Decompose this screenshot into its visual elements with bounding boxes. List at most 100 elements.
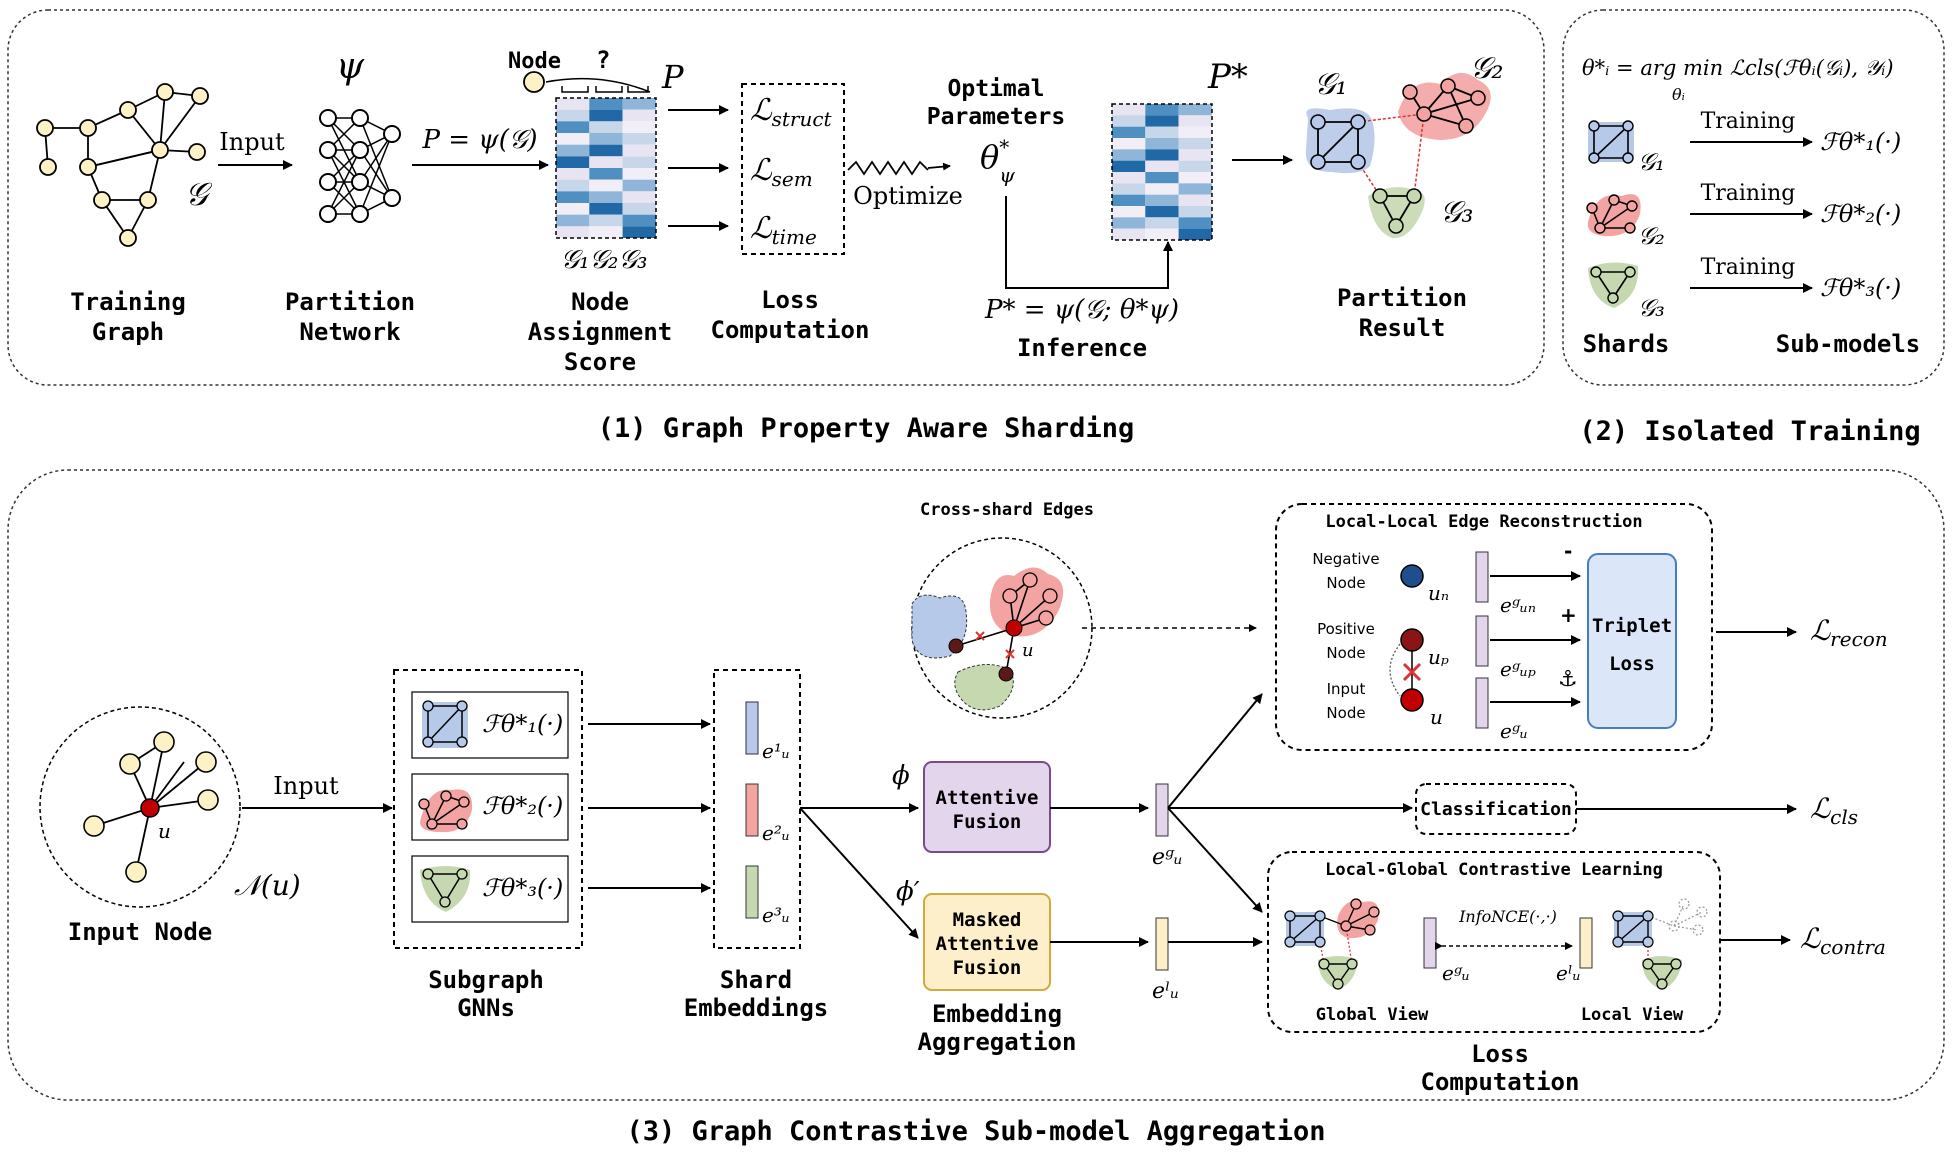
- panel2-frame: [1562, 9, 1945, 386]
- triplet-loss-box: [1587, 553, 1677, 729]
- contrast-eg-label: eᵍᵤ: [1442, 961, 1470, 985]
- matrix-cell: [1145, 160, 1179, 172]
- matrix-cell: [1178, 115, 1212, 127]
- loss-cls: ℒcls: [1810, 792, 1858, 829]
- matrix-cell: [1145, 183, 1179, 195]
- panel3-input-label: Input: [273, 772, 339, 800]
- loss-recon: ℒrecon: [1810, 614, 1888, 651]
- matrix-cell: [622, 121, 656, 133]
- local-view-label: Local View: [1581, 1005, 1684, 1025]
- optimize-arrow-tip: [927, 162, 951, 171]
- u-n-label: uₙ: [1428, 581, 1449, 605]
- node-assignment-label-1: Node: [571, 288, 629, 316]
- optimal-label-2: Parameters: [927, 104, 1065, 130]
- p-symbol: P: [661, 58, 684, 96]
- matrix-cell: [1178, 149, 1212, 161]
- input-node-label: Input Node: [68, 918, 213, 946]
- input-node-small-label-1: Input: [1327, 680, 1366, 698]
- panel1-caption: (1) Graph Property Aware Sharding: [598, 413, 1134, 444]
- shard-emb-label-3: e³ᵤ: [762, 903, 790, 927]
- matrix-cell: [1178, 194, 1212, 206]
- matrix-cell: [622, 179, 656, 192]
- submodels-label: Sub-models: [1776, 330, 1921, 358]
- submodel-2: ℱθ*₂(·): [1820, 200, 1901, 228]
- matrix-cell: [556, 156, 590, 168]
- matrix-cell: [622, 156, 656, 168]
- matrix-cell: [1112, 217, 1146, 229]
- triplet-label-1: Triplet: [1592, 615, 1672, 637]
- loss-box: [741, 83, 845, 255]
- cross-shard-graph: [911, 567, 1064, 711]
- removed-edge-cross: [1402, 662, 1422, 682]
- masked-fusion-label-3: Fusion: [953, 957, 1022, 979]
- training-graph-label-1: Training: [70, 288, 186, 316]
- contrast-local-emb: [1579, 917, 1593, 969]
- u-p-label: uₚ: [1428, 645, 1449, 669]
- matrix-cell: [1145, 126, 1179, 138]
- partition-network-label-2: Network: [299, 318, 401, 346]
- psi-symbol: ψ: [336, 46, 365, 87]
- positive-node: [1400, 628, 1424, 652]
- matrix-cell: [622, 203, 656, 215]
- matrix-column-labels: 𝒢₁𝒢₂𝒢₃: [561, 245, 648, 275]
- matrix-cell: [556, 121, 590, 133]
- result-g1: 𝒢₁: [1314, 67, 1347, 102]
- assignment-matrix-border: [555, 97, 657, 239]
- query-brackets: [545, 77, 651, 93]
- partition-network-edges: [327, 117, 393, 215]
- loss-struct: ℒstruct: [750, 93, 833, 131]
- emb-up: [1475, 615, 1489, 667]
- shard-3-icon: [1588, 262, 1639, 308]
- isolated-formula-sub: θᵢ: [1672, 85, 1685, 104]
- subgraph-gnns-label-2: GNNs: [457, 994, 515, 1022]
- pos-input-dotted: [1389, 643, 1401, 697]
- matrix-cell: [622, 191, 656, 203]
- shard-emb-label-2: e²ᵤ: [762, 821, 790, 845]
- matrix-cell: [589, 144, 623, 157]
- matrix-cell: [556, 168, 590, 180]
- matrix-cell: [622, 98, 656, 110]
- training-label-1: Training: [1701, 109, 1796, 134]
- attentive-fusion-label-2: Fusion: [953, 811, 1022, 833]
- gnn-model-2: ℱθ*₂(·): [482, 792, 563, 820]
- shard-2-icon: [1586, 194, 1641, 237]
- training-label-3: Training: [1701, 255, 1796, 280]
- emb-u-label: eᵍᵤ: [1500, 719, 1528, 743]
- result-g3: 𝒢₃: [1440, 195, 1473, 230]
- recon-title: Local-Local Edge Reconstruction: [1325, 512, 1642, 532]
- node-label: Node: [508, 49, 561, 74]
- neighborhood-u: u: [158, 819, 171, 843]
- neighborhood-circle: [39, 706, 241, 908]
- matrix-cell: [622, 168, 656, 180]
- matrix-cell: [1112, 228, 1146, 240]
- shard-embeddings-label-1: Shard: [720, 966, 792, 994]
- matrix-cell: [1145, 115, 1179, 127]
- matrix-cell: [1145, 138, 1179, 150]
- optimal-label-1: Optimal: [948, 76, 1045, 102]
- loss-sem: ℒsem: [750, 153, 813, 191]
- matrix-cell: [589, 226, 623, 238]
- matrix-cell: [1112, 104, 1146, 116]
- neighborhood-graph: [83, 731, 219, 883]
- matrix-cell: [1178, 217, 1212, 229]
- phi-prime-label: ϕ′: [896, 877, 920, 907]
- p-star-symbol: P*: [1207, 57, 1248, 97]
- matrix-cell: [1145, 217, 1179, 229]
- partition-result-label-2: Result: [1359, 314, 1446, 342]
- shard-label-1: 𝒢₁: [1638, 148, 1665, 176]
- matrix-cell: [556, 203, 590, 215]
- matrix-cell: [1178, 183, 1212, 195]
- embedding-aggregation-label-2: Aggregation: [918, 1028, 1077, 1056]
- submodel-3: ℱθ*₃(·): [1820, 274, 1901, 302]
- matrix-cell: [1178, 228, 1212, 240]
- matrix-cell: [1178, 172, 1212, 184]
- matrix-cell: [589, 179, 623, 192]
- matrix-cell: [1178, 126, 1212, 138]
- matrix-cell: [556, 179, 590, 192]
- matrix-cell: [1112, 126, 1146, 138]
- matrix-cell: [556, 214, 590, 227]
- matrix-cell: [556, 109, 590, 122]
- shard-label-2: 𝒢₂: [1638, 222, 1665, 250]
- panel3-frame: [7, 469, 1945, 1101]
- panel2-caption: (2) Isolated Training: [1579, 416, 1920, 447]
